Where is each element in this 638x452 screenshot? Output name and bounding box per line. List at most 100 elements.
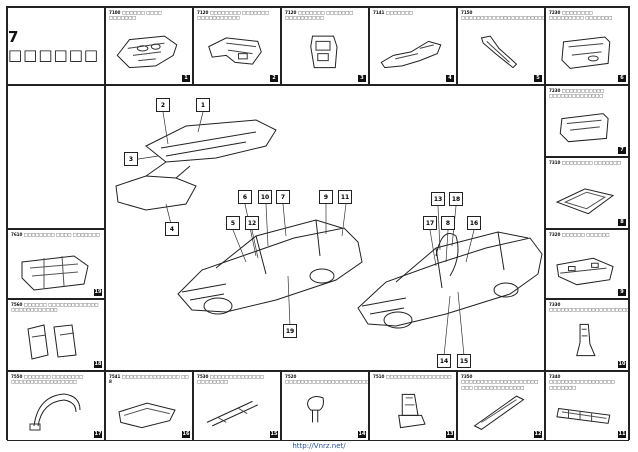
part-number-badge: 11 (618, 431, 626, 438)
callout-1: 1 (196, 98, 210, 112)
part-number-badge: 7 (618, 147, 626, 154)
part-number-badge: 18 (94, 361, 102, 368)
part-caption: 7330 □□□□□□□□□□□□□□□□□□□□□□□□□ (549, 302, 629, 313)
part-cell-9[interactable]: 7320 □□□□□□ □□□□□□ 9 (545, 229, 629, 299)
part-caption: 7550 □□□□□□□ □□□□□□□□ □□□□□□□□□□□□□□□□□ (11, 374, 83, 385)
part-number-badge: 4 (446, 75, 454, 82)
callout-3: 3 (124, 152, 138, 166)
headliner-part-drawing (552, 172, 618, 224)
part-caption: 7610 □□□□□□□□ □□□□ □□□□□□□ (11, 232, 100, 237)
part-number-badge: 13 (446, 431, 454, 438)
vehicle-overview-diagram: 2 1 3 4 6 10 7 9 11 5 12 19 13 18 17 8 1… (105, 85, 545, 371)
part-caption: 7320 □□□□□□ □□□□□□ (549, 232, 610, 237)
callout-17: 17 (423, 216, 437, 230)
callout-10: 10 (258, 190, 272, 204)
part-number-badge: 5 (534, 75, 542, 82)
part-cell-10[interactable]: 7330 □□□□□□□□□□□□□□□□□□□□□□□□□ 10 (545, 299, 629, 371)
part-cell-4[interactable]: 7141 □□□□□□□ 4 (369, 7, 457, 85)
front-seat-part-drawing (376, 386, 446, 436)
part-caption: 7230 □□□□□□□□□□□ □□□□□□□□□□□□□□ (549, 88, 605, 99)
part-caption: 7310 □□□□□□□□ □□□□□□□ (549, 160, 621, 165)
seat-belt-part-drawing (14, 386, 94, 436)
section-title: 7 □□□□□□ (8, 28, 100, 64)
empty-cell (7, 85, 105, 229)
part-cell-18[interactable]: 7560 □□□□□□ □□□□□□□□□□□□□ □□□□□□□□□□□□ 1… (7, 299, 105, 371)
source-url-link[interactable]: http://Vnrz.net/ (292, 442, 346, 450)
part-caption: 7340 □□□□□□□□□□□□□□□□□ □□□□□□□ (549, 374, 615, 390)
callout-8: 8 (441, 216, 455, 230)
part-caption: 7541 □□□□□□□□□□□□□□□ □□ 8 (109, 374, 189, 385)
door-trim-part-drawing (552, 22, 618, 80)
callout-15: 15 (457, 354, 471, 368)
part-number-badge: 1 (182, 75, 190, 82)
part-number-badge: 19 (94, 289, 102, 296)
part-cell-3[interactable]: 7120 □□□□□□□ □□□□□□□ □□□□□□□□□□ 3 (281, 7, 369, 85)
callout-13: 13 (431, 192, 445, 206)
rear-door-trim-part-drawing (552, 100, 618, 152)
part-number-badge: 10 (618, 361, 626, 368)
callout-14: 14 (437, 354, 451, 368)
sill-trim-part-drawing (464, 386, 534, 436)
callout-2: 2 (156, 98, 170, 112)
part-caption: 7120 □□□□□□□ □□□□□□□ □□□□□□□□□□ (285, 10, 353, 21)
panel-part-drawing (200, 22, 270, 80)
part-number-badge: 2 (270, 75, 278, 82)
part-caption: 7560 □□□□□□ □□□□□□□□□□□□□ □□□□□□□□□□□□ (11, 302, 99, 313)
part-caption: 7150 □□□□□□□□□□□□□□□□□□□□□□□□□ (461, 10, 544, 21)
part-number-badge: 15 (270, 431, 278, 438)
part-cell-7[interactable]: 7230 □□□□□□□□□□□ □□□□□□□□□□□□□□ 7 (545, 85, 629, 157)
callout-16: 16 (467, 216, 481, 230)
rear-trim-part-drawing (552, 386, 618, 436)
part-cell-1[interactable]: 7100 □□□□□□ □□□□ □□□□□□□ 1 (105, 7, 193, 85)
part-caption: 7530 □□□□□□□□□□□□□□ □□□□□□□□ (197, 374, 264, 385)
callout-6: 6 (238, 190, 252, 204)
part-number-badge: 16 (182, 431, 190, 438)
part-cell-11[interactable]: 7340 □□□□□□□□□□□□□□□□□ □□□□□□□ 11 (545, 371, 629, 441)
callout-5: 5 (226, 216, 240, 230)
bracket-part-drawing (464, 22, 534, 80)
part-cell-2[interactable]: 7120 □□□□□□□□ □□□□□□□ □□□□□□□□□□□ 2 (193, 7, 281, 85)
part-number-badge: 3 (358, 75, 366, 82)
part-cell-12[interactable]: 7350 □□□□□□□□□□□□□□□□□□□□ □□□ □□□□□□□□□□… (457, 371, 545, 441)
section-title-cell: 7 □□□□□□ (7, 7, 105, 85)
part-caption: 7510 □□□□□□□□□□□□□□□□□ (373, 374, 452, 379)
part-cell-16[interactable]: 7541 □□□□□□□□□□□□□□□ □□ 8 16 (105, 371, 193, 441)
part-cell-13[interactable]: 7510 □□□□□□□□□□□□□□□□□ 13 (369, 371, 457, 441)
callout-19: 19 (283, 324, 297, 338)
part-cell-17[interactable]: 7550 □□□□□□□ □□□□□□□□ □□□□□□□□□□□□□□□□□ … (7, 371, 105, 441)
part-caption: 7230 □□□□□□□□ □□□□□□□□□ □□□□□□□ (549, 10, 613, 21)
part-number-badge: 14 (358, 431, 366, 438)
part-cell-6[interactable]: 7230 □□□□□□□□ □□□□□□□□□ □□□□□□□ 6 (545, 7, 629, 85)
part-number-badge: 6 (618, 75, 626, 82)
callout-12: 12 (245, 216, 259, 230)
catalog-page: 7 □□□□□□ 7100 □□□□□□ □□□□ □□□□□□□ 1 7120… (6, 6, 630, 441)
callout-4: 4 (165, 222, 179, 236)
part-caption: 7120 □□□□□□□□ □□□□□□□ □□□□□□□□□□□ (197, 10, 269, 21)
dashboard-part-drawing (112, 22, 182, 80)
part-cell-5[interactable]: 7150 □□□□□□□□□□□□□□□□□□□□□□□□□ 5 (457, 7, 545, 85)
floor-console-part-drawing (376, 22, 446, 80)
part-caption: 7141 □□□□□□□ (373, 10, 413, 15)
part-number-badge: 17 (94, 431, 102, 438)
part-number-badge: 9 (618, 289, 626, 296)
floor-mat-part-drawing (14, 244, 94, 294)
parcel-shelf-part-drawing (552, 244, 618, 294)
part-caption: 7100 □□□□□□ □□□□ □□□□□□□ (109, 10, 162, 21)
part-number-badge: 8 (618, 219, 626, 226)
part-cell-15[interactable]: 7530 □□□□□□□□□□□□□□ □□□□□□□□ 15 (193, 371, 281, 441)
pillar-trim-part-drawing (552, 314, 618, 366)
vehicle-illustration (106, 86, 545, 371)
part-caption: 7520 □□□□□□□□□□□□□□□□□□□□□□□□□□□□ (285, 374, 368, 385)
console-part-drawing (288, 22, 358, 80)
callout-9: 9 (319, 190, 333, 204)
part-cell-19[interactable]: 7610 □□□□□□□□ □□□□ □□□□□□□ 19 (7, 229, 105, 299)
part-cell-14[interactable]: 7520 □□□□□□□□□□□□□□□□□□□□□□□□□□□□ 14 (281, 371, 369, 441)
seat-frame-part-drawing (14, 314, 94, 366)
part-cell-8[interactable]: 7310 □□□□□□□□ □□□□□□□ 8 (545, 157, 629, 229)
seat-rail-part-drawing (200, 386, 270, 436)
callout-11: 11 (338, 190, 352, 204)
part-caption: 7350 □□□□□□□□□□□□□□□□□□□□ □□□ □□□□□□□□□□… (461, 374, 539, 390)
part-number-badge: 12 (534, 431, 542, 438)
headrest-part-drawing (288, 386, 358, 436)
seat-cushion-part-drawing (112, 386, 182, 436)
